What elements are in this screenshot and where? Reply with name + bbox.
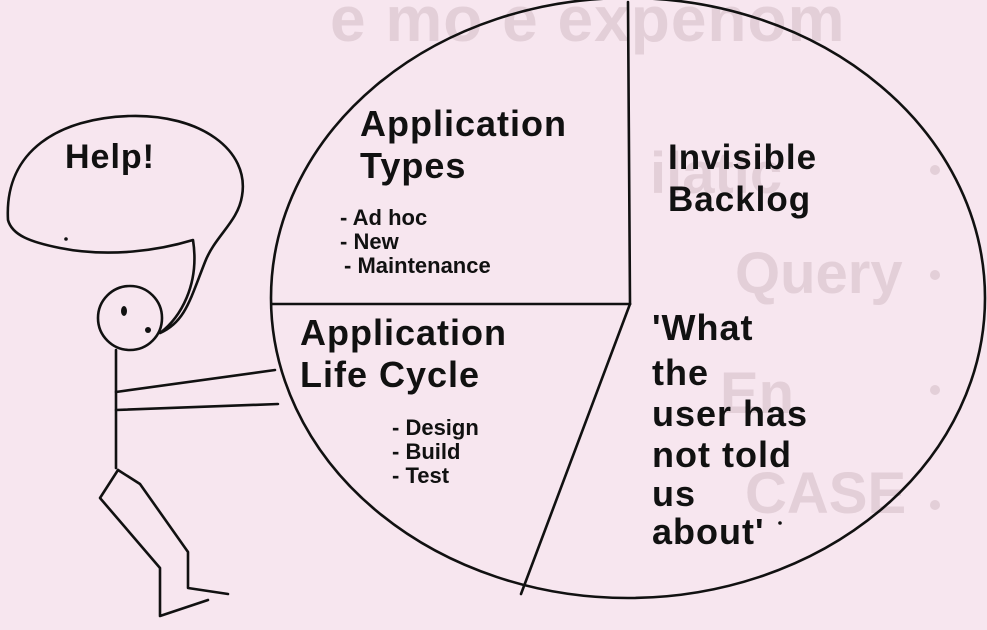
figure-arm-upper xyxy=(114,368,277,394)
figure-arm-lower xyxy=(114,402,280,412)
quadrant-title-line: Backlog xyxy=(668,180,812,219)
speech-bubble-text: Help! xyxy=(65,138,155,176)
quadrant-text-line: the xyxy=(652,352,709,393)
list-item: New xyxy=(340,230,491,254)
quadrant-title-line: Application xyxy=(360,103,567,144)
figure-leg-left xyxy=(98,468,210,618)
speech-bubble xyxy=(6,114,245,335)
figure-leg-right xyxy=(116,468,230,596)
background-ghost-text: e mo e expenom xyxy=(330,0,846,55)
quadrant-text-line: about' xyxy=(652,511,765,552)
quadrant-title-line: Types xyxy=(360,145,467,186)
list-item: Design xyxy=(392,416,478,440)
list-item: Ad hoc xyxy=(340,206,491,230)
figure-mouth xyxy=(145,327,151,333)
quadrant-text-line: not told xyxy=(652,434,792,475)
quadrant-text-line: 'What xyxy=(652,307,754,348)
list-item: Build xyxy=(392,440,479,464)
application-life-cycle-list: Design Build Test xyxy=(392,416,479,488)
stray-dot xyxy=(64,237,68,241)
background-ghost-bullet xyxy=(930,385,940,395)
list-item: Test xyxy=(392,464,479,488)
background-ghost-text: ilatic xyxy=(650,141,783,206)
quadrant-text-line: user has xyxy=(652,393,809,434)
pie-divider-diagonal xyxy=(519,302,632,596)
background-ghost-bullet xyxy=(930,270,940,280)
pie-divider-vertical xyxy=(626,0,632,306)
quadrant-text-line: us xyxy=(652,473,697,514)
background-ghost-text: En xyxy=(720,361,795,426)
background-ghost-bullet xyxy=(930,165,940,175)
background-ghost-text: Query xyxy=(735,241,903,306)
figure-head xyxy=(96,284,164,352)
list-item: Maintenance xyxy=(340,254,490,278)
application-types-list: Ad hoc New Maintenance xyxy=(340,206,491,278)
quadrant-title-line: Life Cycle xyxy=(300,354,481,395)
quadrant-title-line: Application xyxy=(300,312,507,353)
figure-eye xyxy=(121,306,127,316)
quadrant-title-line: Invisible xyxy=(668,138,818,177)
pie-circle xyxy=(269,0,987,600)
stray-dot xyxy=(778,521,782,525)
background-ghost-text: CASE xyxy=(745,461,907,526)
background-ghost-bullet xyxy=(930,500,940,510)
